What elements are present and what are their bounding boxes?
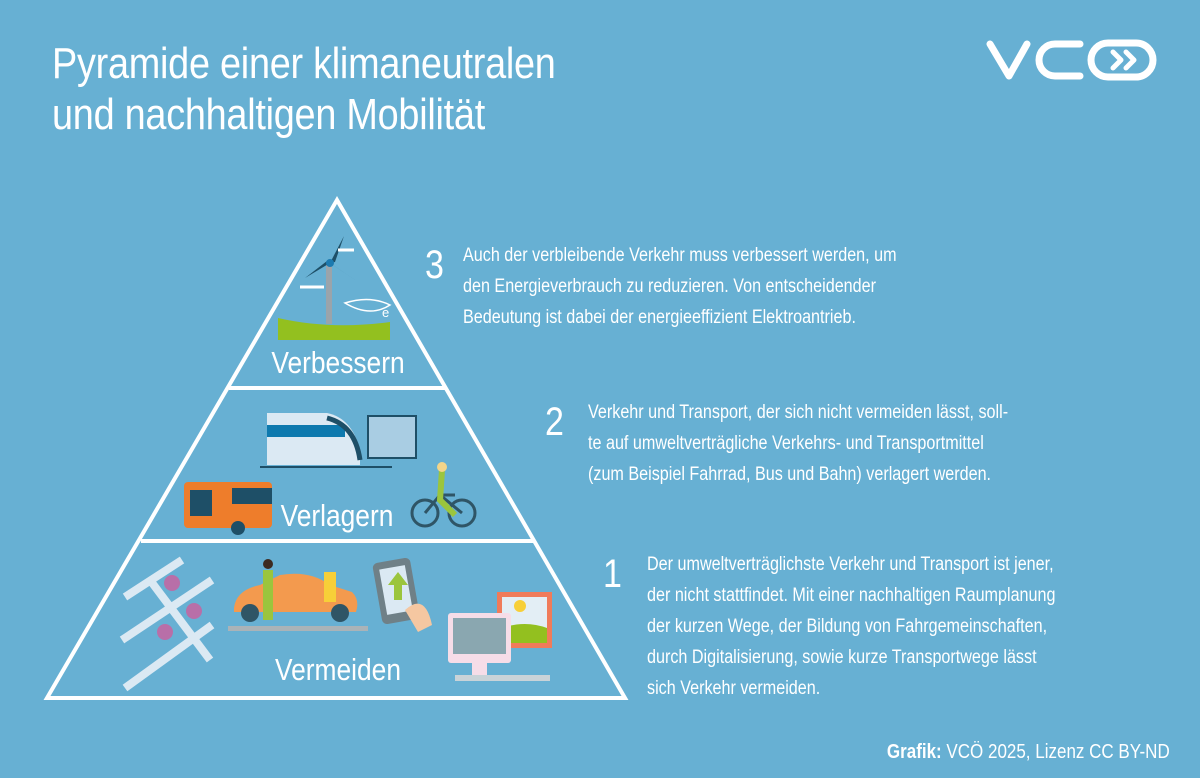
text-line: Bedeutung ist dabei der energieeffizient… (463, 307, 856, 328)
text-line: sich Verkehr vermeiden. (647, 678, 821, 699)
bicycle-illustration (410, 462, 477, 528)
text-line: te auf umweltverträgliche Verkehrs- und … (588, 433, 984, 454)
wind-turbine-illustration: e (278, 236, 392, 340)
level-number-3: 3 (425, 243, 444, 287)
train-illustration (260, 413, 417, 468)
home-office-illustration (448, 592, 552, 681)
level-number-1: 1 (603, 552, 622, 596)
text-line: der nicht stattfindet. Mit einer nachhal… (647, 585, 1056, 606)
credit-text: VCÖ 2025, Lizenz CC BY-ND (941, 741, 1170, 763)
text-line: der kurzen Wege, der Bildung von Fahrgem… (647, 616, 1048, 637)
page-title: Pyramide einer klimaneutralen und nachha… (52, 38, 556, 140)
credit-footer: Grafik: VCÖ 2025, Lizenz CC BY-ND (887, 741, 1170, 764)
text-line: Auch der verbleibende Verkehr muss verbe… (463, 245, 897, 266)
title-line-2: und nachhaltigen Mobilität (52, 90, 485, 139)
text-line: den Energieverbrauch zu reduzieren. Von … (463, 276, 877, 297)
vco-logo (986, 39, 1157, 81)
level-description-2: Verkehr und Transport, der sich nicht ve… (588, 397, 1008, 490)
text-line: Der umweltverträglichste Verkehr und Tra… (647, 554, 1054, 575)
credit-label: Grafik: (887, 741, 942, 763)
title-line-1: Pyramide einer klimaneutralen (52, 39, 556, 88)
text-line: durch Digitalisierung, sowie kurze Trans… (647, 647, 1037, 668)
level-label-vermeiden: Vermeiden (275, 652, 401, 687)
level-label-verbessern: Verbessern (271, 345, 405, 380)
text-line: (zum Beispiel Fahrrad, Bus und Bahn) ver… (588, 464, 992, 485)
carpool-illustration (228, 559, 368, 631)
smartphone-illustration (372, 557, 432, 632)
level-label-verlagern: Verlagern (280, 498, 394, 533)
text-line: Verkehr und Transport, der sich nicht ve… (588, 402, 1009, 423)
level-description-3: Auch der verbleibende Verkehr muss verbe… (463, 240, 897, 333)
svg-text:e: e (382, 305, 389, 320)
map-illustration (119, 556, 215, 692)
pyramid-outline (43, 196, 629, 700)
bus-illustration (184, 482, 272, 535)
level-description-1: Der umweltverträglichste Verkehr und Tra… (647, 549, 1055, 704)
level-number-2: 2 (545, 400, 564, 444)
